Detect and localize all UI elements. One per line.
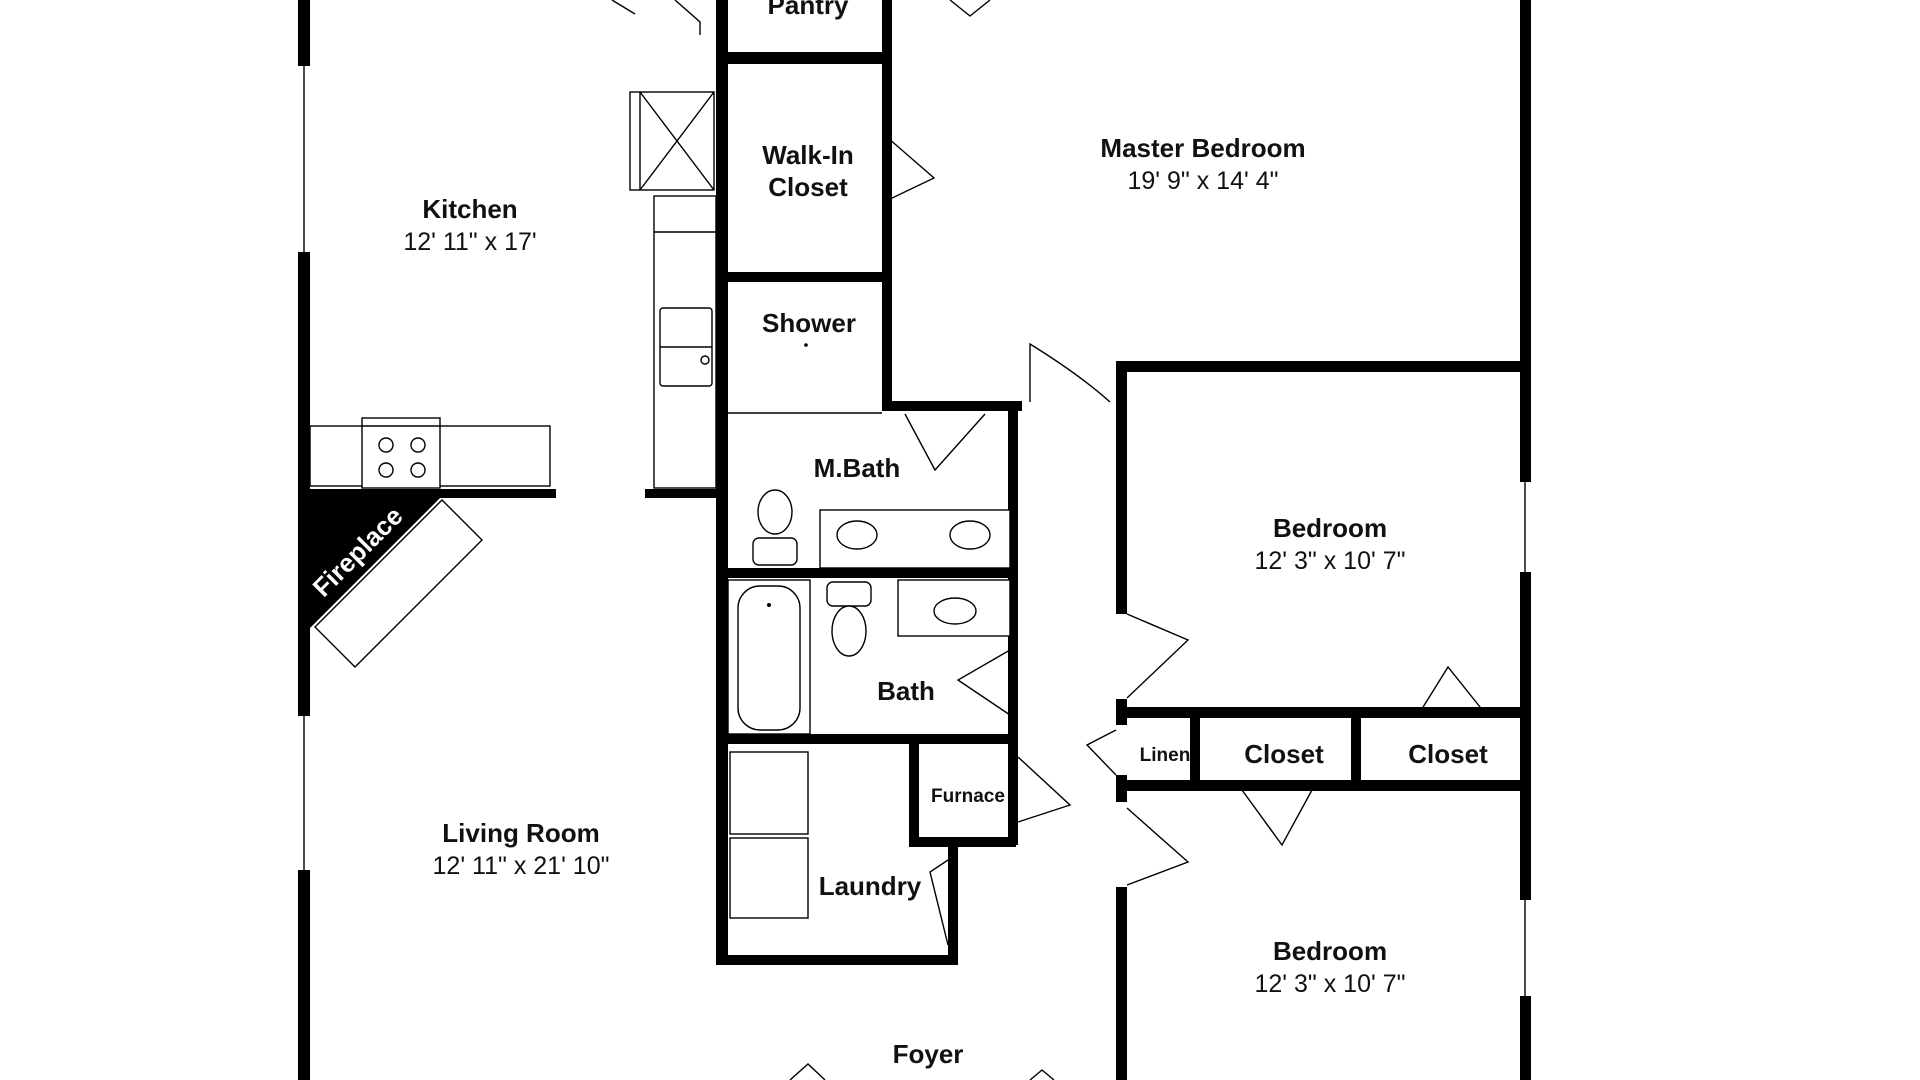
door-gap-linen <box>1116 725 1127 775</box>
furnace-label: Furnace <box>931 786 1005 807</box>
kitchen-label: Kitchen <box>422 194 517 224</box>
closets-bottom-wall <box>1122 780 1530 791</box>
dryer <box>729 837 809 919</box>
furnace-bottom-wall <box>909 837 1016 847</box>
master-bottom-wall-right <box>1118 361 1528 372</box>
linen-closet-divider <box>1190 710 1200 788</box>
closets-top-wall <box>1122 707 1530 718</box>
labels: Pantry Walk-In Closet Master Bedroom 19'… <box>307 0 1488 1069</box>
shower-drain <box>804 343 808 347</box>
door-closet-2 <box>1419 665 1485 713</box>
closet-divider <box>1351 710 1361 788</box>
mbath-toilet-bowl <box>757 489 793 535</box>
stove <box>361 417 441 489</box>
bathtub-drain <box>767 603 771 607</box>
door-pantry <box>674 0 701 35</box>
kitchen-faucet <box>700 355 710 365</box>
laundry-label: Laundry <box>819 871 922 901</box>
door-gap-bedroom-1 <box>1116 614 1127 699</box>
door-furnace <box>1017 756 1072 823</box>
bedroom-1-label: Bedroom <box>1273 513 1387 543</box>
pantry-bottom-wall <box>722 52 888 64</box>
fireplace-hearth <box>314 499 483 668</box>
central-wall <box>716 0 728 964</box>
furnace-left-wall <box>909 740 919 845</box>
door-master-top <box>949 0 991 17</box>
foyer-label: Foyer <box>893 1039 964 1069</box>
door-bath <box>956 649 1011 716</box>
bath-toilet-bowl <box>831 605 867 657</box>
door-foyer-left <box>789 1063 826 1080</box>
closet-1-label: Closet <box>1244 739 1324 769</box>
door-linen <box>1085 729 1117 776</box>
stove-burner-3 <box>378 462 394 478</box>
bathtub <box>737 585 801 731</box>
bath-toilet-tank <box>826 581 872 607</box>
doors <box>611 0 1485 1080</box>
bedroom-2-label: Bedroom <box>1273 936 1387 966</box>
m-bath-label: M.Bath <box>814 453 901 483</box>
refrigerator-x2 <box>639 91 715 191</box>
walk-in-closet-label-2: Closet <box>768 172 848 202</box>
bath-sink <box>933 597 977 625</box>
fixtures <box>298 91 1011 919</box>
door-closet-1 <box>1241 789 1313 847</box>
door-mbath <box>904 413 986 472</box>
pantry-label: Pantry <box>768 0 849 20</box>
fireplace-shape <box>298 493 445 640</box>
stove-burner-4 <box>410 462 426 478</box>
stove-burner-2 <box>410 437 426 453</box>
bath-label: Bath <box>877 676 935 706</box>
bath-bottom-wall <box>722 734 1016 744</box>
bedroom-2-dims: 12' 3" x 10' 7" <box>1254 970 1405 998</box>
laundry-right-wall <box>948 845 958 965</box>
door-laundry <box>929 859 949 946</box>
living-room-dims: 12' 11" x 21' 10" <box>433 852 610 880</box>
closet-2-label: Closet <box>1408 739 1488 769</box>
bedroom-left-wall <box>1116 361 1127 1080</box>
walk-in-bottom-wall <box>722 272 888 282</box>
door-bedroom-1 <box>1126 613 1190 699</box>
door-kitchen-top <box>611 0 636 15</box>
mbath-sink-left <box>836 520 878 550</box>
laundry-bottom-wall <box>716 955 958 965</box>
mbath-bottom-wall <box>722 568 1016 578</box>
mbath-toilet-tank <box>752 537 798 566</box>
washer <box>729 751 809 835</box>
door-foyer-right <box>1029 1069 1055 1080</box>
door-bedroom-2 <box>1126 807 1190 886</box>
mbath-sink-right <box>949 520 991 550</box>
master-bottom-wall-left <box>882 401 1022 411</box>
door-gap-bedroom-2 <box>1116 802 1127 887</box>
door-walk-in <box>887 137 936 201</box>
master-bedroom-dims: 19' 9" x 14' 4" <box>1127 167 1278 195</box>
mbath-right-wall <box>1008 410 1018 845</box>
kitchen-dims: 12' 11" x 17' <box>403 228 536 256</box>
linen-label: Linen <box>1140 745 1191 766</box>
kitchen-wall-stub <box>645 489 723 498</box>
refrigerator <box>629 91 715 191</box>
walk-in-closet-label-1: Walk-In <box>762 140 853 170</box>
door-master <box>1029 342 1111 403</box>
master-bedroom-label: Master Bedroom <box>1100 133 1305 163</box>
stove-burner-1 <box>378 437 394 453</box>
bedroom-1-dims: 12' 3" x 10' 7" <box>1254 547 1405 575</box>
living-room-label: Living Room <box>442 818 599 848</box>
closet-column-wall <box>882 0 892 410</box>
windows <box>298 66 1531 996</box>
shower-label: Shower <box>762 308 856 338</box>
